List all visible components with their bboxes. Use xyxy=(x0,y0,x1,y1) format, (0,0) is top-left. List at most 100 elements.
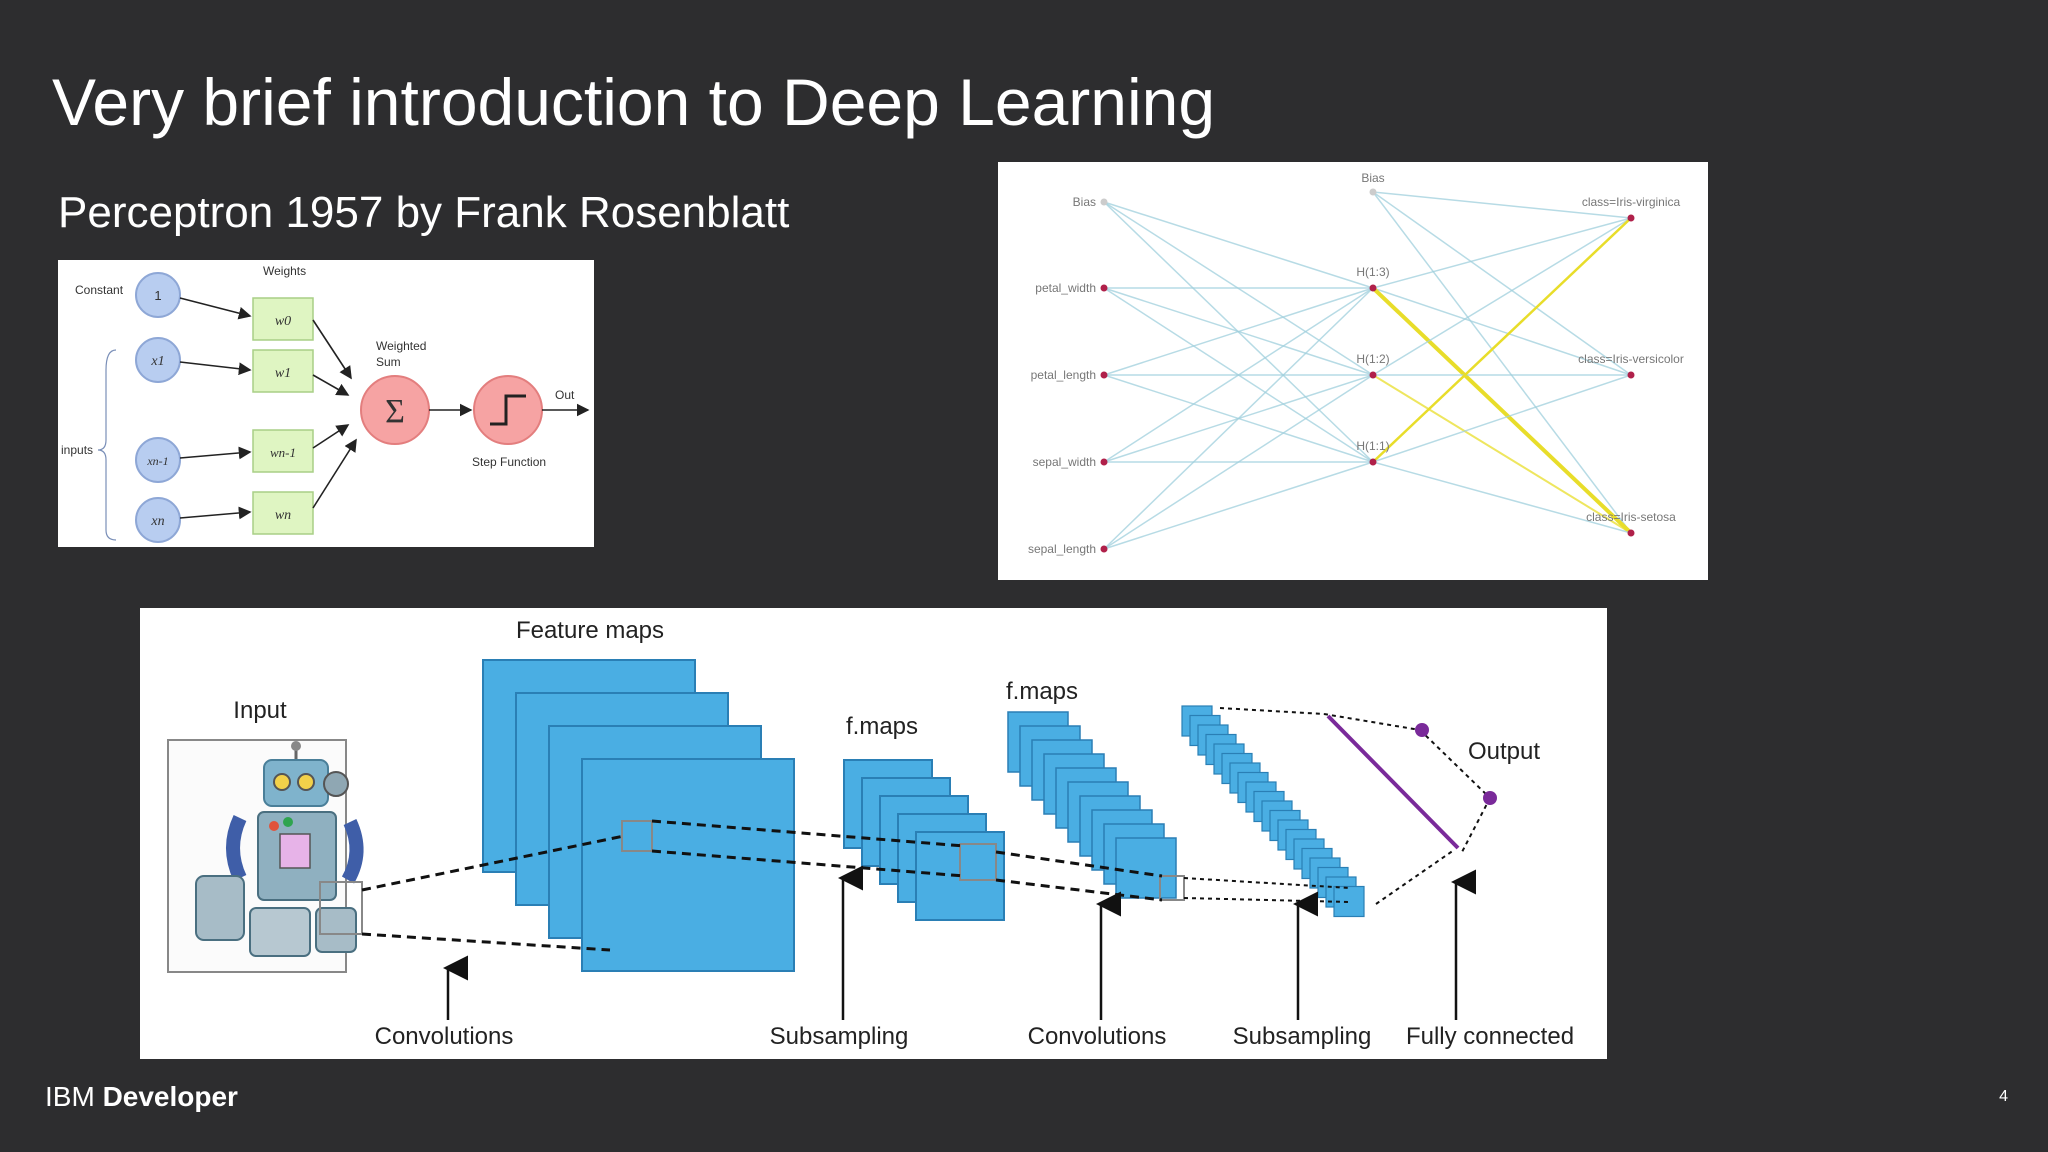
iris-edge-hidden-output xyxy=(1372,217,1632,289)
iris-edge-hidden-output xyxy=(1372,191,1632,376)
iris-hidden-bias-node-label: Bias xyxy=(1361,171,1384,185)
iris-input-node xyxy=(1100,371,1108,379)
svg-text:wn-1: wn-1 xyxy=(270,445,296,460)
cnn-svg: Input Feature maps xyxy=(167,617,1574,1050)
svg-text:Σ: Σ xyxy=(385,393,405,430)
iris-input-node-label: sepal_width xyxy=(1033,455,1096,469)
iris-edge-input-hidden xyxy=(1103,461,1374,550)
weight-sum-arrows xyxy=(312,319,357,509)
iris-edge-hidden-output xyxy=(1372,374,1632,463)
svg-text:1: 1 xyxy=(154,288,161,303)
connection-lines-fine xyxy=(1183,707,1491,905)
stage-label-subsampling-1: Subsampling xyxy=(770,1023,909,1050)
svg-text:xn: xn xyxy=(150,514,164,529)
iris-input-node-label: sepal_length xyxy=(1028,542,1096,556)
output-neuron-1 xyxy=(1415,723,1429,737)
iris-edge-input-hidden xyxy=(1103,287,1374,376)
feature-map-receptive-field xyxy=(621,820,653,852)
fully-connected-layer xyxy=(1326,714,1460,850)
weight-box-wn-1: wn-1 xyxy=(252,429,314,473)
iris-input-node-label: petal_length xyxy=(1031,368,1096,382)
iris-hidden-node xyxy=(1369,458,1377,466)
iris-edge-input-hidden xyxy=(1103,201,1374,289)
inputs-bracket xyxy=(97,349,117,541)
weight-box-w0: w0 xyxy=(252,297,314,341)
iris-input-bias-node-label: Bias xyxy=(1073,195,1096,209)
fmaps-stack-3 xyxy=(1181,705,1365,918)
inputs-label: inputs xyxy=(61,443,93,457)
svg-text:w1: w1 xyxy=(275,366,291,381)
connection-lines xyxy=(361,819,1163,952)
brand-developer: Developer xyxy=(102,1081,238,1112)
constant-node: 1 xyxy=(135,272,181,318)
iris-hidden-node xyxy=(1369,284,1377,292)
ibm-developer-logo: IBM Developer xyxy=(45,1080,238,1114)
iris-output-node-label: class=Iris-setosa xyxy=(1586,510,1676,524)
iris-edges xyxy=(1103,191,1633,550)
perceptron-svg: Weights Constant inputs 1 x1 xn-1 xn w0 … xyxy=(61,264,590,543)
step-function-node xyxy=(473,375,543,445)
input-node-x1: x1 xyxy=(135,337,181,383)
feature-maps-label: Feature maps xyxy=(516,617,664,644)
cnn-diagram: Input Feature maps xyxy=(140,608,1607,1059)
iris-input-node xyxy=(1100,458,1108,466)
iris-output-node xyxy=(1627,214,1635,222)
output-label: Output xyxy=(1468,738,1540,765)
iris-edge-hidden-output xyxy=(1372,191,1632,534)
iris-hidden-node-label: H(1:1) xyxy=(1356,439,1389,453)
iris-input-node-label: petal_width xyxy=(1035,281,1096,295)
iris-edge-hidden-output xyxy=(1372,217,1632,463)
input-receptive-field xyxy=(319,881,363,935)
input-weight-arrows xyxy=(179,297,252,520)
slide-subtitle: Perceptron 1957 by Frank Rosenblatt xyxy=(58,188,790,237)
page-number: 4 xyxy=(1999,1088,2008,1105)
iris-edge-hidden-output xyxy=(1371,286,1633,535)
fmaps-stack-2 xyxy=(1007,711,1177,899)
iris-edge-input-hidden xyxy=(1103,287,1374,550)
stage-label-subsampling-2: Subsampling xyxy=(1233,1023,1372,1050)
svg-text:xn-1: xn-1 xyxy=(146,454,168,468)
sum-node: Σ xyxy=(360,375,430,445)
stage-label-convolutions-1: Convolutions xyxy=(375,1023,514,1050)
svg-text:x1: x1 xyxy=(150,354,164,369)
iris-edge-hidden-output xyxy=(1372,374,1632,534)
iris-output-node-label: class=Iris-virginica xyxy=(1582,195,1681,209)
iris-network-svg: Bias petal_width petal_length sepal_widthse… xyxy=(1028,171,1684,556)
step-function-label: Step Function xyxy=(472,455,546,469)
stage-arrows xyxy=(443,865,1476,1020)
iris-output-node xyxy=(1627,529,1635,537)
constant-label: Constant xyxy=(75,283,124,297)
iris-hidden-node-label: H(1:3) xyxy=(1356,265,1389,279)
weighted-sum-label-2: Sum xyxy=(376,355,401,369)
brand-ibm: IBM xyxy=(45,1081,95,1112)
iris-hidden-bias-node xyxy=(1369,188,1377,196)
iris-edge-input-hidden xyxy=(1103,374,1374,550)
output-neuron-2 xyxy=(1483,791,1497,805)
svg-text:w0: w0 xyxy=(275,314,291,329)
fmaps-2-receptive-field xyxy=(1159,875,1185,901)
iris-edge-hidden-output xyxy=(1372,287,1632,376)
fmap-2-layer xyxy=(1115,837,1177,899)
robot-image xyxy=(195,741,364,957)
weight-box-wn: wn xyxy=(252,491,314,535)
iris-output-node xyxy=(1627,371,1635,379)
iris-hidden-node xyxy=(1369,371,1377,379)
fmaps-1-receptive-field xyxy=(959,843,997,881)
fmaps-label-2: f.maps xyxy=(1006,678,1078,705)
perceptron-diagram: Weights Constant inputs 1 x1 xn-1 xn w0 … xyxy=(58,260,594,547)
slide-title: Very brief introduction to Deep Learning xyxy=(52,65,1216,139)
iris-input-node xyxy=(1100,545,1108,553)
feature-maps-stack xyxy=(482,659,795,972)
weighted-sum-label-1: Weighted xyxy=(376,339,426,353)
weight-box-w1: w1 xyxy=(252,349,314,393)
fmaps-label-1: f.maps xyxy=(846,713,918,740)
stage-label-fully-connected: Fully connected xyxy=(1406,1023,1574,1050)
stage-label-convolutions-2: Convolutions xyxy=(1028,1023,1167,1050)
fmaps-stack-1 xyxy=(843,759,1005,921)
iris-input-node xyxy=(1100,284,1108,292)
input-node-xn-1: xn-1 xyxy=(135,437,181,483)
svg-text:wn: wn xyxy=(275,508,291,523)
iris-output-node-label: class=Iris-versicolor xyxy=(1578,352,1684,366)
iris-edge-hidden-output xyxy=(1372,461,1632,534)
input-label: Input xyxy=(233,697,287,724)
